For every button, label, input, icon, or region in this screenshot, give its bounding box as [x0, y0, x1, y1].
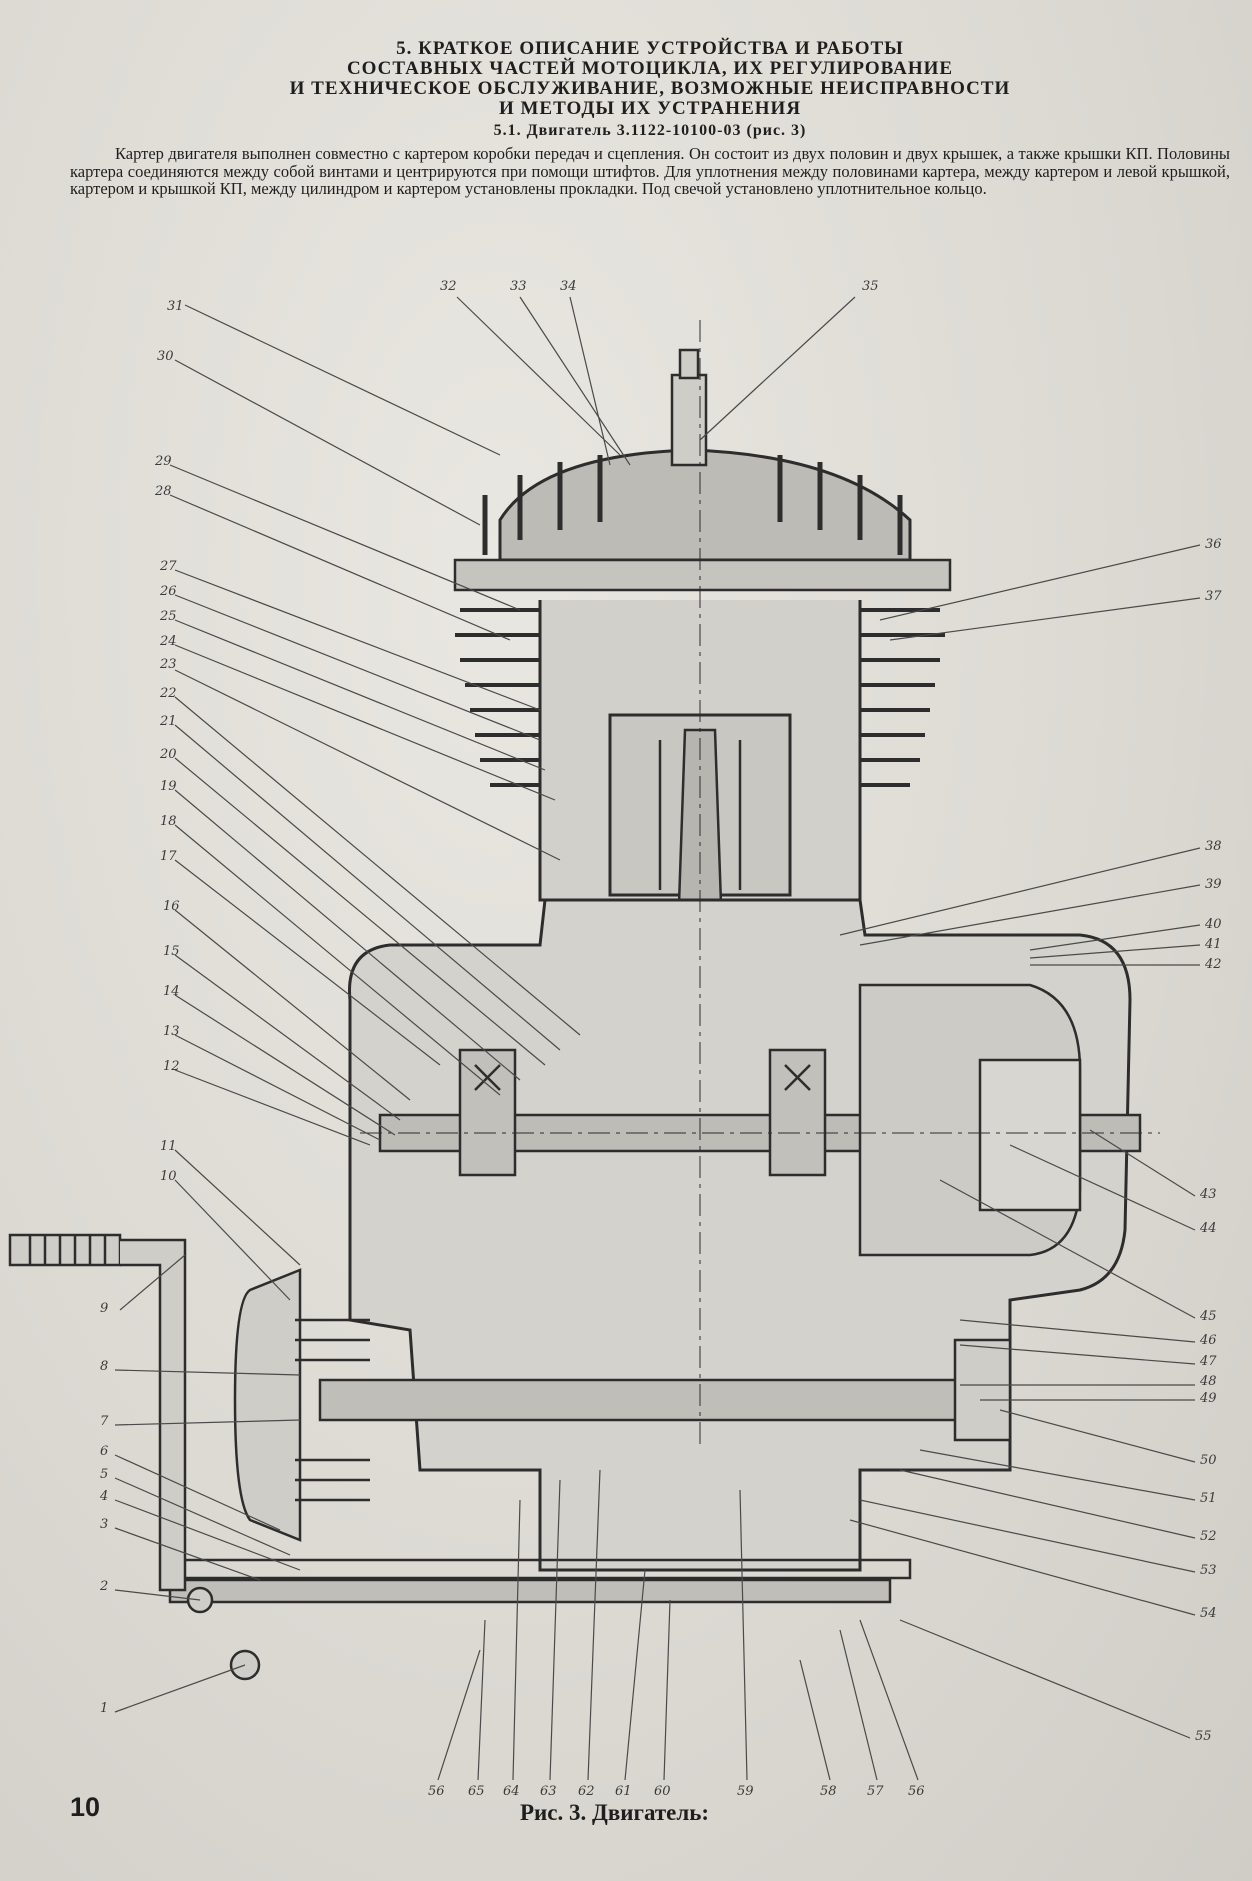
- label-20: 20: [159, 747, 177, 762]
- label-50: 50: [1200, 1453, 1217, 1468]
- label-28: 28: [154, 484, 172, 499]
- label-37: 37: [1205, 589, 1222, 604]
- label-2: 2: [99, 1579, 108, 1594]
- label-29: 29: [154, 454, 172, 469]
- label-21: 21: [159, 714, 177, 729]
- label-1: 1: [100, 1701, 108, 1716]
- label-10: 10: [160, 1169, 177, 1184]
- label-46: 46: [1199, 1333, 1217, 1348]
- label-61: 61: [615, 1784, 632, 1799]
- label-32: 32: [440, 279, 457, 294]
- label-30: 30: [157, 349, 174, 364]
- label-31: 31: [167, 299, 184, 314]
- label-16: 16: [163, 899, 180, 914]
- label-7: 7: [100, 1414, 109, 1429]
- section-title-line-4: И МЕТОДЫ ИХ УСТРАНЕНИЯ: [498, 98, 802, 119]
- subsection-title: 5.1. Двигатель 3.1122-10100-03 (рис. 3): [493, 122, 807, 139]
- body-paragraph: Картер двигателя выполнен совместно с ка…: [70, 144, 1230, 198]
- label-48: 48: [1199, 1374, 1217, 1389]
- label-11: 11: [160, 1139, 177, 1154]
- page-number: 10: [70, 1792, 101, 1822]
- label-62: 62: [578, 1784, 595, 1799]
- label-59: 59: [737, 1784, 754, 1799]
- section-title-line-2: СОСТАВНЫХ ЧАСТЕЙ МОТОЦИКЛА, ИХ РЕГУЛИРОВ…: [346, 58, 954, 79]
- section-title-line-1: 5. КРАТКОЕ ОПИСАНИЕ УСТРОЙСТВА И РАБОТЫ: [396, 38, 904, 59]
- label-13: 13: [163, 1024, 180, 1039]
- label-14: 14: [163, 984, 180, 999]
- label-53: 53: [1200, 1563, 1217, 1578]
- engine-diagram: 31 30 29 28 27 26 25 24 23 22 21 20 19 1…: [8, 279, 1222, 1799]
- label-24: 24: [159, 634, 177, 649]
- label-39: 39: [1205, 877, 1222, 892]
- label-bottom-56: 56: [428, 1784, 445, 1799]
- label-58: 58: [820, 1784, 837, 1799]
- label-65: 65: [468, 1784, 485, 1799]
- label-6: 6: [100, 1444, 108, 1459]
- label-41: 41: [1204, 937, 1222, 952]
- label-36: 36: [1205, 537, 1222, 552]
- label-9: 9: [100, 1301, 108, 1316]
- label-4: 4: [99, 1489, 108, 1504]
- label-51: 51: [1200, 1491, 1217, 1506]
- label-47: 47: [1199, 1354, 1217, 1369]
- label-34: 34: [560, 279, 577, 294]
- label-42: 42: [1204, 957, 1222, 972]
- label-25: 25: [159, 609, 177, 624]
- label-38: 38: [1205, 839, 1222, 854]
- label-44: 44: [1199, 1221, 1217, 1236]
- label-52: 52: [1200, 1529, 1217, 1544]
- label-27: 27: [159, 559, 177, 574]
- label-33: 33: [510, 279, 527, 294]
- label-64: 64: [503, 1784, 520, 1799]
- figure-caption: Рис. 3. Двигатель:: [520, 1800, 710, 1825]
- label-43: 43: [1199, 1187, 1217, 1202]
- label-26: 26: [159, 584, 177, 599]
- label-54: 54: [1200, 1606, 1217, 1621]
- label-23: 23: [159, 657, 177, 672]
- label-18: 18: [160, 814, 177, 829]
- label-55: 55: [1195, 1729, 1212, 1744]
- label-49: 49: [1199, 1391, 1217, 1406]
- label-3: 3: [100, 1517, 108, 1532]
- label-63: 63: [540, 1784, 557, 1799]
- label-40: 40: [1204, 917, 1222, 932]
- label-bottom-56b: 56: [908, 1784, 925, 1799]
- label-22: 22: [159, 686, 177, 701]
- section-title-line-3: И ТЕХНИЧЕСКОЕ ОБСЛУЖИВАНИЕ, ВОЗМОЖНЫЕ НЕ…: [289, 78, 1011, 99]
- label-12: 12: [163, 1059, 180, 1074]
- label-19: 19: [160, 779, 177, 794]
- label-17: 17: [160, 849, 177, 864]
- label-57: 57: [867, 1784, 884, 1799]
- label-60: 60: [654, 1784, 671, 1799]
- label-5: 5: [100, 1467, 108, 1482]
- label-35: 35: [862, 279, 879, 294]
- label-8: 8: [100, 1359, 108, 1374]
- label-15: 15: [163, 944, 180, 959]
- label-45: 45: [1199, 1309, 1217, 1324]
